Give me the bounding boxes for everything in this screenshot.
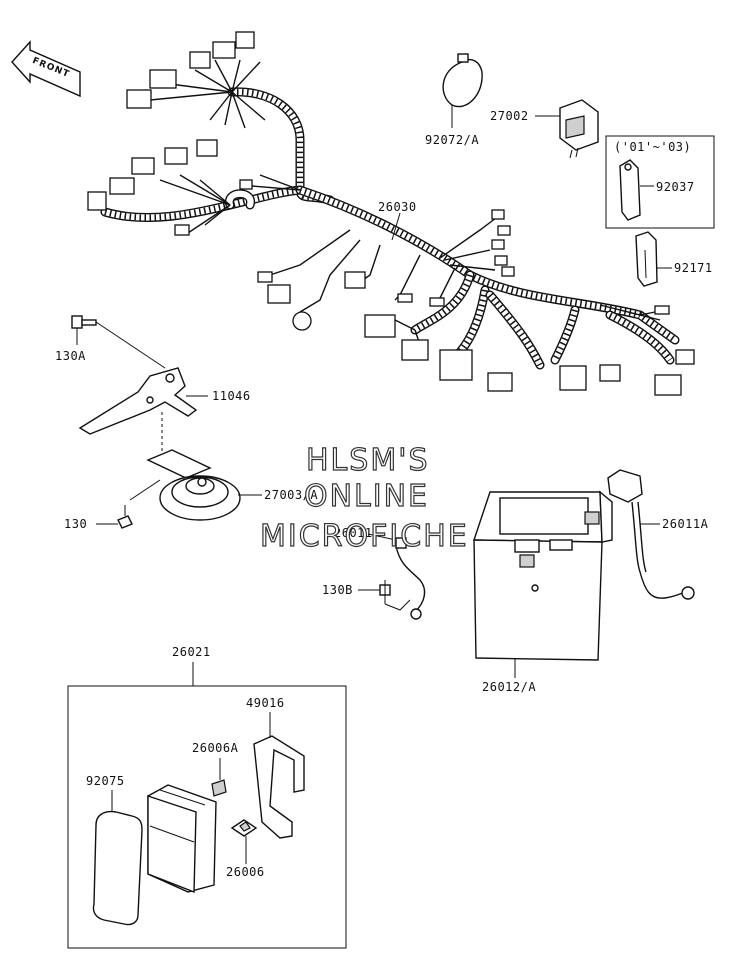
fuse-box-kit-26021[interactable] [67,662,347,949]
main-wiring-harness-26030[interactable] [100,59,680,370]
watermark-line-2: ONLINE [304,479,429,514]
bracket-49016[interactable] [253,712,305,839]
fuse-92171[interactable] [635,231,672,287]
battery-cable-26011A[interactable] [607,469,695,600]
bolt-130A[interactable] [71,315,166,369]
label-26006A: 26006A [192,741,239,755]
label-26006: 26006 [226,865,265,879]
label-130B: 130B [322,583,353,597]
label-27002: 27002 [490,109,529,123]
watermark-line-1: HLSM'S [306,443,430,478]
label-26030: 26030 [378,200,417,214]
harness-connectors [87,31,695,396]
fuse-box-body[interactable] [147,784,217,894]
watermark-line-3: MICROFICHE [260,519,469,554]
battery-cable-26011[interactable] [367,533,426,620]
fuse-26006A[interactable] [211,758,227,797]
label-26011A: 26011A [662,517,709,531]
label-92075: 92075 [86,774,125,788]
battery-26012A[interactable] [473,490,613,678]
label-130A: 130A [55,349,86,363]
label-11046: 11046 [212,389,251,403]
label-92072A: 92072/A [425,133,479,147]
label-130: 130 [64,517,87,531]
label-49016: 49016 [246,696,285,710]
watermark: HLSM'S ONLINE MICROFICHE [259,442,469,554]
front-direction-arrow: FRONT [11,40,81,98]
part-number-labels: 92072/A 27002 ('01'~'03) 92037 92171 260… [55,109,713,879]
relay-27002[interactable] [535,99,599,159]
cable-tie-92072A[interactable] [442,53,483,128]
horn-27003A[interactable] [146,449,262,521]
label-92037: 92037 [656,180,695,194]
fuse-26006[interactable] [230,819,258,864]
label-92171: 92171 [674,261,713,275]
bolt-130[interactable] [96,479,161,529]
label-26021: 26021 [172,645,211,659]
label-26011: 26011 [334,526,373,540]
bolt-130B[interactable] [358,580,411,611]
fuse-92037[interactable] [619,159,654,221]
label-27003A: 27003/A [264,488,318,502]
label-variant-note: ('01'~'03) [614,140,691,154]
bracket-11046[interactable] [78,367,208,452]
variant-box-01-03 [605,135,715,229]
cover-92075[interactable] [92,790,143,926]
label-26012A: 26012/A [482,680,536,694]
